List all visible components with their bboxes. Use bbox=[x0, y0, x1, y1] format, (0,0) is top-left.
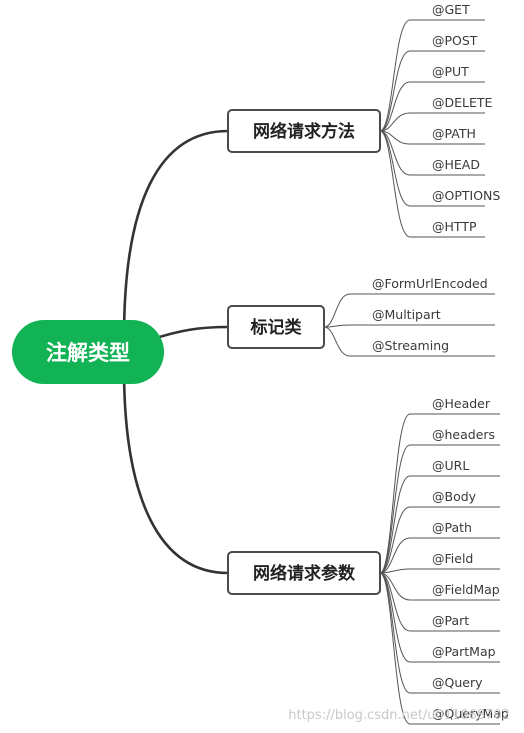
leaf-connector bbox=[379, 50, 411, 132]
leaf-connector bbox=[379, 537, 411, 574]
leaf-label[interactable]: @QueryMap bbox=[432, 706, 509, 721]
branch-node-request-methods[interactable]: 网络请求方法 bbox=[227, 109, 381, 153]
root-node[interactable]: 注解类型 bbox=[12, 320, 164, 384]
leaf-label[interactable]: @Field bbox=[432, 551, 473, 566]
branch-1-leaves: @GET @POST @PUT @DELETE @PATH @HEAD @OPTIONS @H… bbox=[379, 2, 500, 238]
leaf-connector bbox=[379, 568, 411, 574]
leaf-connector bbox=[379, 130, 411, 238]
branch-2-leaves: @FormUrlEncoded @Multipart @Streaming bbox=[323, 276, 495, 357]
leaf-label[interactable]: @HEAD bbox=[432, 157, 480, 172]
leaf-connector bbox=[379, 130, 411, 176]
branch-node-markers[interactable]: 标记类 bbox=[227, 305, 325, 349]
leaf-label[interactable]: @DELETE bbox=[432, 95, 493, 110]
leaf-connector bbox=[323, 293, 351, 328]
leaf-connector bbox=[379, 81, 411, 132]
root-to-branch-1-connector bbox=[122, 129, 229, 339]
leaf-label[interactable]: @GET bbox=[432, 2, 470, 17]
leaf-label[interactable]: @Path bbox=[432, 520, 472, 535]
leaf-connector bbox=[379, 572, 411, 694]
leaf-label[interactable]: @Body bbox=[432, 489, 477, 504]
leaf-label[interactable]: @POST bbox=[432, 33, 478, 48]
leaf-label[interactable]: @FormUrlEncoded bbox=[372, 276, 488, 291]
leaf-label[interactable]: @PATH bbox=[432, 126, 476, 141]
leaf-connector bbox=[379, 112, 411, 132]
leaf-label[interactable]: @Streaming bbox=[372, 338, 449, 353]
leaf-connector bbox=[323, 326, 351, 357]
leaf-label[interactable]: @headers bbox=[432, 427, 495, 442]
leaf-label[interactable]: @Part bbox=[432, 613, 469, 628]
leaf-connector bbox=[379, 413, 411, 574]
branch-label: 网络请求方法 bbox=[253, 121, 355, 142]
leaf-connector bbox=[379, 506, 411, 574]
leaf-label[interactable]: @OPTIONS bbox=[432, 188, 500, 203]
leaf-label[interactable]: @Multipart bbox=[372, 307, 441, 322]
leaf-connector bbox=[379, 572, 411, 663]
branch-node-request-params[interactable]: 网络请求参数 bbox=[227, 551, 381, 595]
branch-label: 标记类 bbox=[251, 317, 303, 338]
leaf-label[interactable]: @FieldMap bbox=[432, 582, 500, 597]
leaf-label[interactable]: @PartMap bbox=[432, 644, 496, 659]
root-label: 注解类型 bbox=[46, 341, 130, 365]
branch-label: 网络请求参数 bbox=[253, 563, 356, 584]
leaf-connector bbox=[323, 324, 351, 328]
watermark: https://blog.csdn.net/u011068702 bbox=[288, 708, 510, 723]
leaf-label[interactable]: @URL bbox=[432, 458, 469, 473]
leaf-label[interactable]: @HTTP bbox=[432, 219, 477, 234]
root-to-branch-2-connector bbox=[149, 325, 229, 342]
leaf-connector bbox=[379, 572, 411, 725]
root-to-branch-3-connector bbox=[122, 367, 229, 575]
leaf-label[interactable]: @Header bbox=[432, 396, 491, 411]
leaf-connector bbox=[379, 19, 411, 132]
leaf-connector bbox=[379, 572, 411, 632]
leaf-label[interactable]: @PUT bbox=[432, 64, 469, 79]
branch-3-leaves: @Header @headers @URL @Body @Path @Field @Fiel… bbox=[379, 396, 509, 725]
leaf-label[interactable]: @Query bbox=[432, 675, 483, 690]
leaf-connector bbox=[379, 475, 411, 574]
leaf-connector bbox=[379, 444, 411, 574]
